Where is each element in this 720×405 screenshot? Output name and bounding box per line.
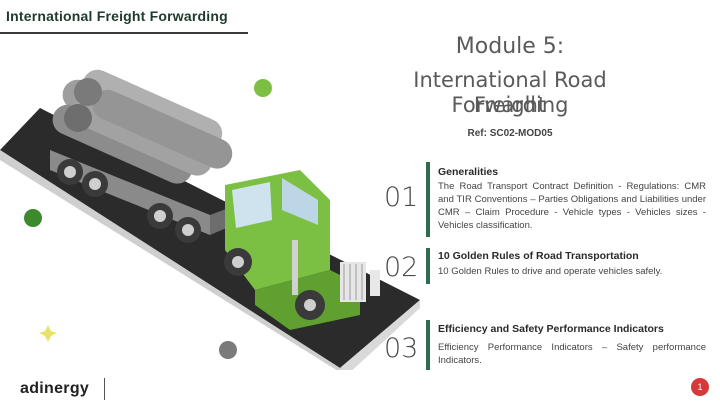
section-title: Efficiency and Safety Performance Indica…	[438, 323, 664, 335]
header-title: International Freight Forwarding	[6, 8, 228, 24]
module-reference: Ref: SC02-MOD05	[467, 128, 553, 139]
decor-ball-darkgreen	[24, 209, 42, 227]
page-number-badge: 1	[691, 378, 709, 396]
header-underline	[0, 32, 248, 34]
sparkle-icon	[39, 325, 57, 342]
module-title-line1: Module 5:	[455, 34, 565, 59]
section-bar	[426, 162, 430, 237]
section-text: The Road Transport Contract Definition -…	[438, 181, 706, 231]
logo-separator	[104, 378, 105, 400]
section-bar	[426, 248, 430, 284]
section-number: 03	[384, 333, 419, 364]
decor-ball-gray	[219, 341, 237, 359]
decor-ball-green	[254, 79, 272, 97]
section-bar	[426, 320, 430, 370]
section-text: 10 Golden Rules to drive and operate veh…	[438, 266, 663, 277]
section-text: Efficiency Performance Indicators – Safe…	[438, 342, 706, 366]
company-logo: adinergy	[20, 380, 90, 397]
section-title: 10 Golden Rules of Road Transportation	[438, 250, 639, 262]
truck-illustration	[0, 69, 420, 370]
module-title-line2: International Road Freight	[413, 68, 607, 117]
section-title: Generalities	[438, 166, 499, 178]
module-title-line3: Forwarding	[451, 93, 569, 117]
section-number: 01	[384, 182, 419, 213]
section-number: 02	[384, 252, 419, 283]
pipes-cargo	[52, 69, 233, 184]
